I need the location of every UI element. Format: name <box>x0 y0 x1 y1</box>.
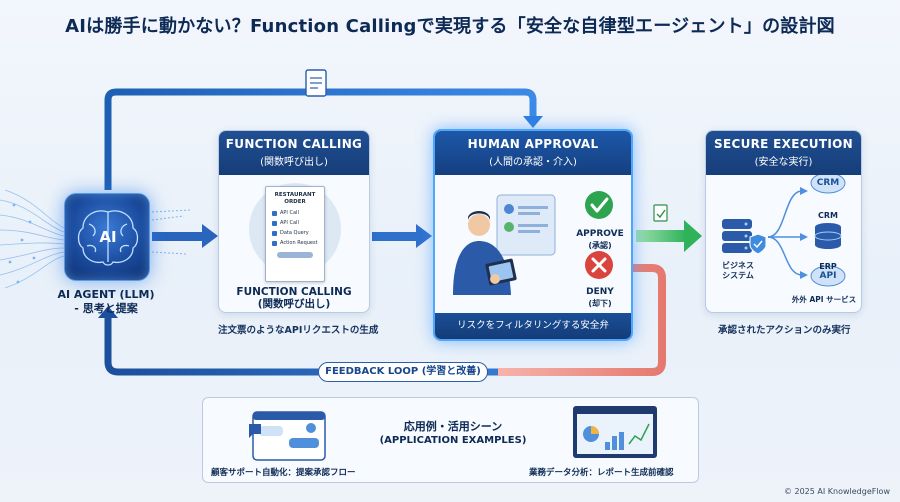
human-approval-footer: リスクをフィルタリングする安全弁 <box>435 313 631 339</box>
deny-subtext: (却下) <box>588 299 612 308</box>
order-sheet-item: API Call <box>272 210 324 216</box>
fc-to-approval-arrow <box>372 232 418 241</box>
page-title: AIは勝手に動かない？Function Callingで実現する「安全な自律型エ… <box>65 16 835 37</box>
function-calling-label-line2: (関数呼び出し) <box>257 298 331 310</box>
secure-execution-header: SECURE EXECUTION (安全な実行) <box>706 131 861 175</box>
order-sheet: RESTAURANT ORDER API Call API Call Data … <box>265 186 325 282</box>
agent-label: AI AGENT (LLM) - 思考と提案 <box>36 288 176 316</box>
order-sheet-title-line2: ORDER <box>284 199 306 205</box>
erp-label: ERP <box>819 262 837 271</box>
api-cloud-label: API <box>819 271 837 281</box>
crm-label: CRM <box>818 211 838 220</box>
feedback-loop-label: FEEDBACK LOOP (学習と改善) <box>318 362 488 382</box>
approve-flow-arrow <box>636 230 686 242</box>
deny-label: DENY (却下) <box>569 287 631 309</box>
human-approval-panel: HUMAN APPROVAL (人間の承認・介入) APPROVE (承認) D… <box>433 129 633 341</box>
feedback-flow-arrow <box>104 316 498 376</box>
analytics-dashboard-illustration <box>573 406 657 458</box>
agent-label-line1: AI AGENT (LLM) <box>57 288 155 301</box>
order-sheet-item: Data Query <box>272 230 324 236</box>
function-calling-label: FUNCTION CALLING (関数呼び出し) <box>219 286 369 310</box>
brain-icon <box>77 210 139 266</box>
order-sheet-item: API Call <box>272 220 324 226</box>
checkbox-icon <box>272 210 277 216</box>
secure-execution-subheading: (安全な実行) <box>754 157 813 168</box>
business-system-label: ビジネス システム <box>712 261 764 281</box>
human-reviewer-illustration <box>453 191 613 295</box>
application-title-line1: 応用例・活用シーン <box>403 420 503 433</box>
approve-check-icon <box>585 191 613 219</box>
deny-text: DENY <box>586 287 614 297</box>
business-system-line1: ビジネス <box>722 261 754 270</box>
checkbox-icon <box>272 230 277 236</box>
approved-document-icon <box>653 204 668 222</box>
approve-subtext: (承認) <box>588 241 612 250</box>
application-title-line2: (APPLICATION EXAMPLES) <box>379 435 527 446</box>
function-calling-caption: 注文票のようなAPIリクエストの生成 <box>218 325 379 336</box>
crm-cloud-label: CRM <box>816 178 840 188</box>
business-system-line2: システム <box>722 271 754 280</box>
customer-support-caption: 顧客サポート自動化：提案承認フロー <box>211 468 356 478</box>
crm-cloud-icon <box>810 175 846 194</box>
secure-execution-panel: SECURE EXECUTION (安全な実行) <box>705 130 862 313</box>
agent-label-line2: - 思考と提案 <box>74 302 138 315</box>
neural-lines <box>0 189 65 289</box>
human-approval-header: HUMAN APPROVAL (人間の承認・介入) <box>435 131 631 175</box>
function-calling-subheading: (関数呼び出し) <box>260 157 328 168</box>
top-flow-arrowhead <box>523 116 543 128</box>
order-sheet-title: RESTAURANT ORDER <box>266 192 324 206</box>
order-sheet-item: Action Request <box>272 240 324 246</box>
application-examples-title: 応用例・活用シーン (APPLICATION EXAMPLES) <box>373 420 533 448</box>
function-calling-heading: FUNCTION CALLING <box>225 137 363 151</box>
ai-agent-card: AI <box>64 193 150 281</box>
function-calling-panel: FUNCTION CALLING (関数呼び出し) RESTAURANT ORD… <box>218 130 370 313</box>
checkbox-icon <box>272 220 277 226</box>
shield-icon <box>749 233 767 255</box>
function-calling-header: FUNCTION CALLING (関数呼び出し) <box>219 131 369 175</box>
copyright: © 2025 AI KnowledgeFlow <box>783 487 890 496</box>
deny-flow-arrow <box>498 264 666 376</box>
checkbox-icon <box>272 240 277 246</box>
secure-execution-illustration <box>722 175 846 287</box>
external-api-label: 外外 API サービス <box>791 295 857 304</box>
data-analysis-caption: 業務データ分析：レポート生成前確認 <box>529 468 674 478</box>
customer-support-illustration <box>249 411 326 461</box>
agent-icon-text: AI <box>99 228 117 246</box>
secure-execution-heading: SECURE EXECUTION <box>714 137 853 151</box>
order-sheet-button <box>277 252 313 258</box>
human-approval-heading: HUMAN APPROVAL <box>467 137 599 151</box>
order-sheet-title-line1: RESTAURANT <box>274 192 316 198</box>
approve-label: APPROVE (承認) <box>569 229 631 251</box>
function-calling-label-line1: FUNCTION CALLING <box>236 286 352 298</box>
human-approval-subheading: (人間の承認・介入) <box>489 157 577 168</box>
agent-to-fc-arrow <box>152 232 204 241</box>
api-cloud-icon <box>810 265 846 287</box>
approve-text: APPROVE <box>576 229 624 239</box>
erp-database-icon <box>814 223 842 249</box>
application-examples-box: 応用例・活用シーン (APPLICATION EXAMPLES) 顧客サポート自… <box>202 397 699 483</box>
document-icon <box>305 69 327 97</box>
secure-execution-caption: 承認されたアクションのみ実行 <box>718 325 851 336</box>
feedback-arrowhead <box>98 306 118 318</box>
server-icon <box>722 219 752 253</box>
